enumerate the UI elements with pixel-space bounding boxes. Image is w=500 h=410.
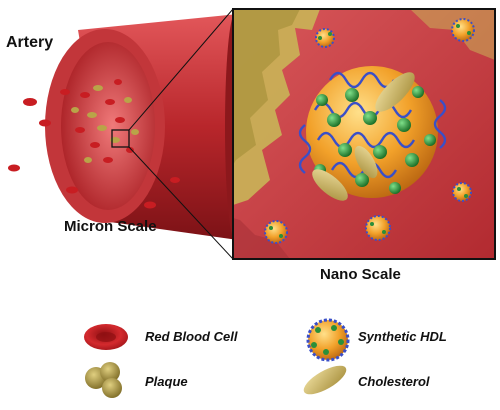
- red-blood-cell-icon: [84, 324, 128, 350]
- nano-panel: [232, 8, 496, 260]
- floating-blood-cells: [8, 89, 180, 209]
- legend-label-synthetic-hdl: Synthetic HDL: [358, 329, 447, 344]
- micron-scale-label: Micron Scale: [64, 218, 157, 235]
- synthetic-hdl-icon: [306, 318, 350, 362]
- legend-label-plaque: Plaque: [145, 374, 188, 389]
- cholesterol-particles: [312, 72, 415, 201]
- legend-label-cholesterol: Cholesterol: [358, 374, 430, 389]
- cholesterol-icon: [303, 365, 347, 395]
- legend-label-red-blood-cell: Red Blood Cell: [145, 329, 238, 344]
- small-hdl-particles: [264, 18, 475, 244]
- large-synthetic-hdl: [298, 66, 447, 198]
- nano-scale-label: Nano Scale: [320, 266, 401, 283]
- artery-tube: [45, 8, 245, 260]
- zoom-line-bottom: [128, 146, 234, 260]
- nano-panel-border: [232, 8, 496, 260]
- zoom-line-top: [128, 8, 234, 131]
- zoom-region-box: [111, 129, 130, 148]
- plaque-icon: [85, 362, 122, 398]
- artery-label: Artery: [6, 34, 54, 51]
- lumen-cells: [71, 79, 139, 163]
